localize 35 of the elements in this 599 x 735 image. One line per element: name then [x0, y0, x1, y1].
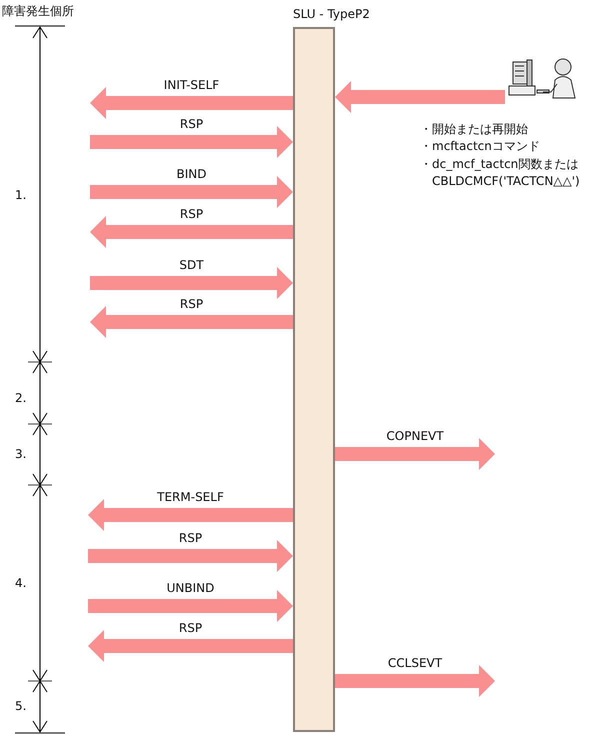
- section-number: 3.: [15, 447, 26, 461]
- section-number: 2.: [15, 391, 26, 405]
- edge-label: RSP: [178, 298, 204, 311]
- block-arrow: [90, 306, 293, 338]
- block-arrow: [88, 630, 293, 662]
- edge-label: TERM-SELF: [156, 491, 225, 504]
- edge-label: RSP: [178, 118, 204, 131]
- block-arrow: [335, 438, 495, 470]
- block-arrow: [90, 176, 293, 208]
- block-arrow: [335, 665, 495, 697]
- block-arrow: [88, 540, 293, 572]
- edge-label: RSP: [178, 532, 204, 545]
- block-arrow: [90, 216, 293, 248]
- block-arrow: [90, 87, 293, 119]
- axis-heading: 障害発生個所: [2, 4, 74, 18]
- edge-label: CCLSEVT: [386, 657, 444, 670]
- block-arrow: [88, 590, 293, 622]
- bullet-note: ・mcftactcnコマンド: [420, 139, 540, 153]
- edge-label: INIT-SELF: [162, 79, 220, 92]
- section-number: 1.: [15, 188, 26, 202]
- column-heading: SLU - TypeP2: [293, 7, 370, 21]
- edge-label: COPNEVT: [385, 430, 445, 443]
- block-arrow: [88, 499, 293, 531]
- section-number: 5.: [15, 699, 26, 713]
- bullet-note: ・dc_mcf_tactcn関数または CBLDCMCF('TACTCN△△'): [420, 156, 581, 190]
- edge-label: SDT: [178, 259, 205, 272]
- block-arrow: [90, 267, 293, 299]
- section-number: 4.: [15, 576, 26, 590]
- block-arrow: [90, 126, 293, 158]
- block-arrow: [335, 81, 505, 113]
- edge-label: RSP: [178, 208, 204, 221]
- edge-label: BIND: [176, 168, 208, 181]
- edge-label: RSP: [178, 622, 204, 635]
- bullet-note: ・開始または再開始: [420, 122, 528, 136]
- edge-label: UNBIND: [166, 582, 216, 595]
